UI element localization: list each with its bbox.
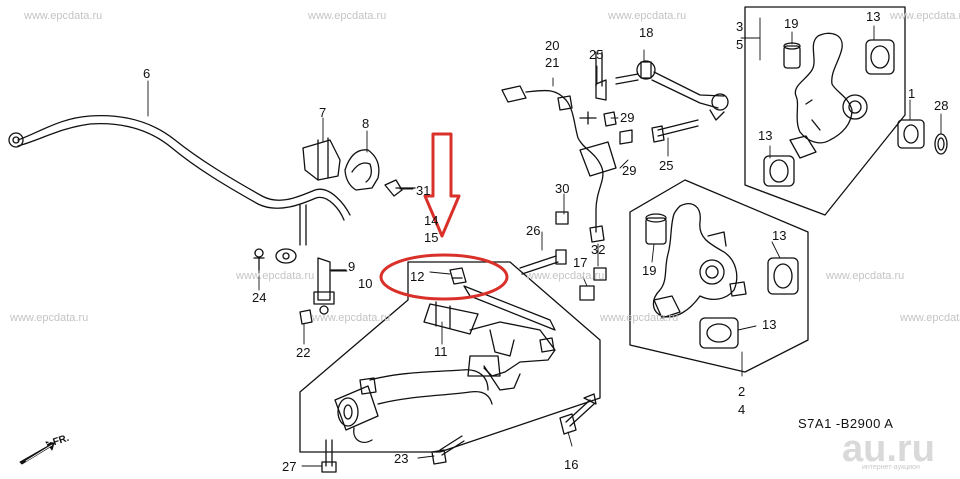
highlight-marker [379,132,509,301]
callout-27: 27 [282,459,297,474]
callout-10: 10 [358,276,373,291]
callout-18: 18 [639,25,654,40]
lower-knuckle-frame [629,179,809,373]
upper-knuckle-frame [744,6,906,216]
callout-25: 25 [659,158,674,173]
callout-26: 26 [526,223,541,238]
watermark: www.epcdata.ru [10,312,89,324]
callout-24: 24 [252,290,267,305]
watermark: www.epcdata.ru [826,270,905,282]
upper-knuckle-drawing [763,32,948,187]
watermark: www.epcdata.ru [526,270,605,282]
watermark: www.epcdata.ru [312,312,391,324]
callout-29: 29 [622,163,637,178]
lower-arm-drawing [334,285,556,443]
callout-13: 13 [772,228,787,243]
callout-1: 1 [908,86,916,101]
callout-3: 3 [736,19,744,34]
callout-19: 19 [642,263,657,278]
callout-14: 14 [424,213,439,228]
watermark: www.epcdata.ru [890,10,960,22]
upper-arm-drawing [595,60,729,121]
watermark: www.epcdata.ru [600,312,679,324]
watermark: www.epcdata.ru [900,312,960,324]
leader-lines [147,17,942,467]
callout-16: 16 [564,457,579,472]
highlight-ellipse [379,253,509,301]
site-logo: au.ru интернет-аукцион [842,428,952,474]
watermark: www.epcdata.ru [308,10,387,22]
callout-25: 25 [589,47,604,62]
callout-5: 5 [736,37,744,52]
site-logo-sub: интернет-аукцион [862,464,920,471]
callout-6: 6 [143,66,151,81]
front-arrow-drawing [19,441,55,465]
callout-13: 13 [758,128,773,143]
callout-21: 21 [545,55,560,70]
callout-11: 11 [434,344,448,359]
watermark: www.epcdata.ru [608,10,687,22]
callout-2: 2 [738,384,746,399]
callout-32: 32 [591,242,606,257]
long-bolts-drawing [321,393,597,473]
watermark: www.epcdata.ru [236,270,315,282]
callout-13: 13 [866,9,881,24]
callout-28: 28 [934,98,949,113]
site-logo-main: au.ru [842,428,935,470]
callout-20: 20 [545,38,560,53]
watermark: www.epcdata.ru [24,10,103,22]
abs-sensor-drawing [501,85,699,243]
callout-15: 15 [424,230,439,245]
callout-22: 22 [296,345,311,360]
highlight-arrow [423,132,461,238]
callout-13: 13 [762,317,777,332]
callout-4: 4 [738,402,746,417]
lower-knuckle-drawing [645,203,799,349]
lower-arm-frame [299,261,601,453]
callout-12: 12 [410,269,425,284]
stabilizer-bar-drawing [8,114,351,264]
callout-30: 30 [555,181,570,196]
callout-31: 31 [416,183,431,198]
stabilizer-link-drawing [254,248,347,325]
diagram-code: S7A1 -B2900 A [798,416,894,431]
callout-9: 9 [348,259,356,274]
fasteners-drawing [253,51,617,285]
callout-23: 23 [394,451,409,466]
callout-19: 19 [784,16,799,31]
callout-29: 29 [620,110,635,125]
callout-8: 8 [362,116,370,131]
bushing-bracket-drawing [302,137,416,197]
callout-17: 17 [573,255,588,270]
callout-7: 7 [319,105,327,120]
